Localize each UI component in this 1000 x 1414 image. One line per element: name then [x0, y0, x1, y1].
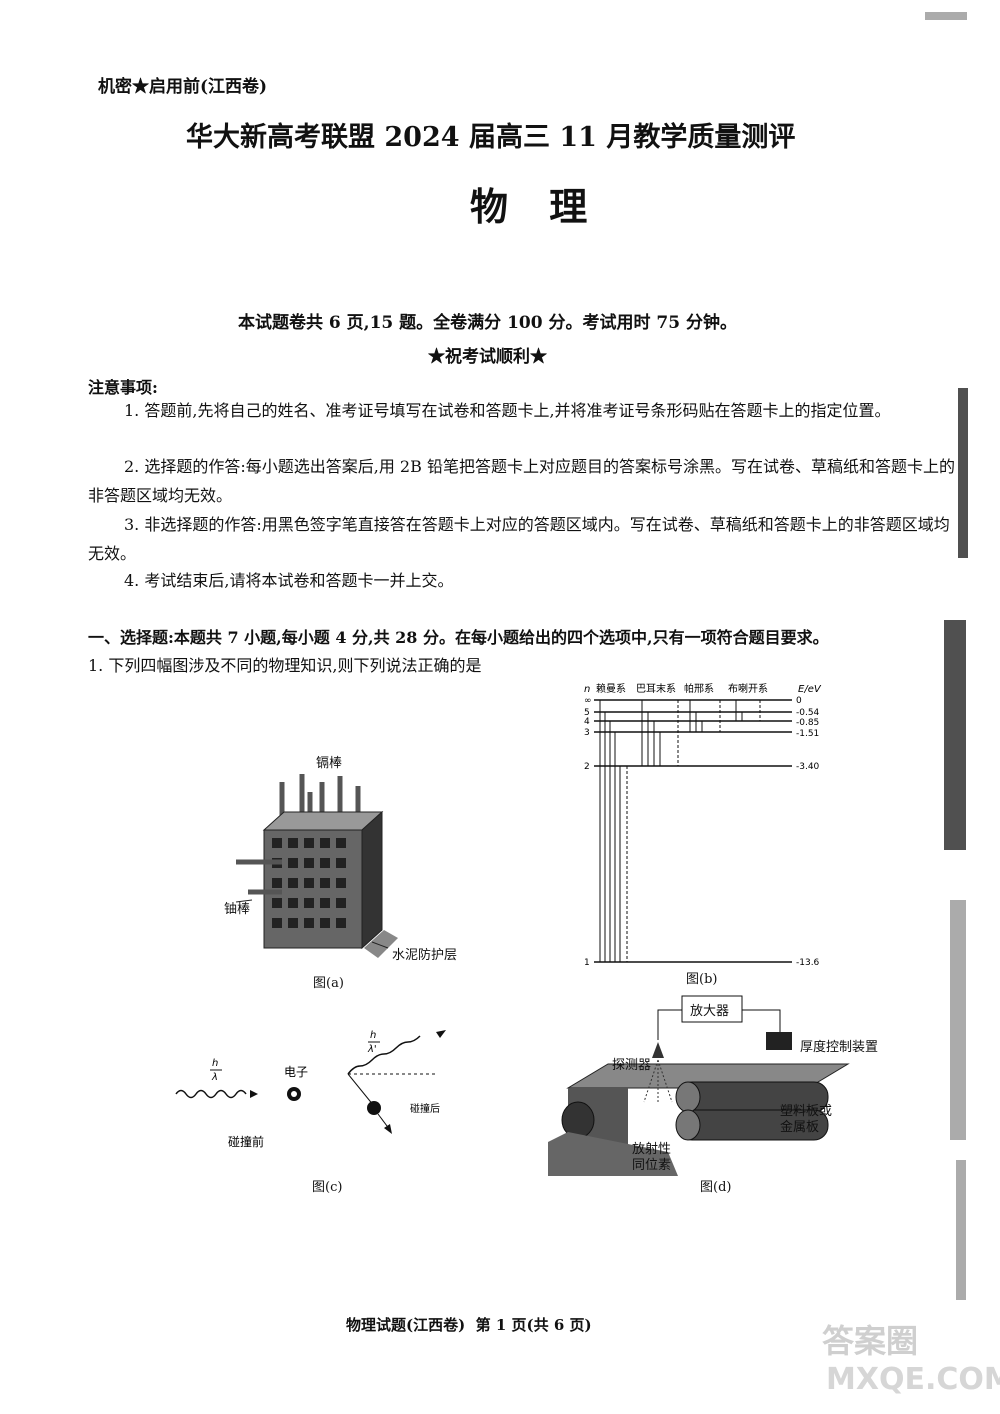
question-1: 1. 下列四幅图涉及不同的物理知识,则下列说法正确的是 — [88, 656, 482, 675]
exam-summary: 本试题卷共 6 页,15 题。全卷满分 100 分。考试用时 75 分钟。 — [238, 313, 737, 333]
figure-d-thickness-gauge — [548, 995, 850, 1176]
exam-wish: ★祝考试顺利★ — [428, 347, 547, 367]
fig-b-caption: 图(b) — [686, 972, 718, 987]
svg-text:帕邢系: 帕邢系 — [684, 682, 714, 695]
svg-text:碰撞后: 碰撞后 — [410, 1102, 440, 1115]
secret-tag: 机密★启用前(江西卷) — [98, 77, 268, 97]
fig-d-caption: 图(d) — [700, 1180, 732, 1195]
notice-item-2: 2. 选择题的作答:每小题选出答案后,用 2B 铅笔把答题卡上对应题目的答案标号… — [88, 457, 955, 505]
svg-text:h: h — [370, 1030, 376, 1041]
svg-text:-3.40: -3.40 — [796, 762, 820, 772]
section-heading: 一、选择题:本题共 7 小题,每小题 4 分,共 28 分。在每小题给出的四个选… — [88, 628, 829, 647]
svg-text:5: 5 — [584, 708, 590, 718]
svg-text:-0.54: -0.54 — [796, 708, 820, 718]
svg-text:-1.51: -1.51 — [796, 729, 819, 739]
fig-a-label-uranium: 铀棒 — [224, 902, 251, 917]
svg-text:-0.85: -0.85 — [796, 718, 819, 728]
notice-heading: 注意事项: — [88, 378, 158, 397]
svg-text:巴耳末系: 巴耳末系 — [636, 682, 676, 695]
svg-text:电子: 电子 — [284, 1065, 308, 1079]
scan-edge-mid — [944, 620, 966, 850]
scan-edge-top — [958, 388, 968, 558]
subject-title: 物 理 — [470, 184, 602, 229]
notice-item-4: 4. 考试结束后,请将本试卷和答题卡一并上交。 — [124, 571, 454, 590]
svg-text:3: 3 — [584, 728, 590, 738]
svg-text:E/eV: E/eV — [798, 684, 822, 695]
scan-edge-low — [950, 900, 966, 1140]
svg-text:∞: ∞ — [584, 696, 592, 706]
svg-text:-13.6: -13.6 — [796, 958, 820, 968]
scan-corner-top — [925, 12, 967, 20]
fig-a-label-cadmium: 镉棒 — [316, 756, 343, 771]
svg-text:碰撞前: 碰撞前 — [228, 1134, 264, 1149]
svg-text:h: h — [212, 1058, 218, 1069]
svg-text:4: 4 — [584, 717, 590, 727]
figure-c-compton: h λ h λ' 电子 碰撞后 碰撞前 — [175, 1030, 446, 1149]
svg-text:n: n — [584, 684, 590, 695]
svg-text:0: 0 — [796, 696, 802, 706]
notice-item-1: 1. 答题前,先将自己的姓名、准考证号填写在试卷和答题卡上,并将准考证号条形码贴… — [124, 401, 891, 420]
notice-item-3: 3. 非选择题的作答:用黑色签字笔直接答在答题卡上对应的答题区域内。写在试卷、草… — [88, 515, 950, 563]
fig-a-label-concrete: 水泥防护层 — [392, 948, 458, 963]
svg-text:2: 2 — [584, 762, 590, 772]
svg-text:λ': λ' — [367, 1044, 377, 1055]
fig-d-detector: 探测器 — [612, 1058, 652, 1073]
watermark-logo: 答案圈 — [822, 1322, 919, 1360]
scan-edge-bottom — [956, 1160, 966, 1300]
page-footer: 物理试题(江西卷) 第 1 页(共 6 页) — [346, 1316, 592, 1334]
figure-a-reactor — [235, 774, 398, 958]
fig-d-plate: 塑料板或金属板 — [780, 1104, 833, 1135]
fig-d-amplifier: 放大器 — [690, 1004, 730, 1019]
svg-text:赖曼系: 赖曼系 — [596, 683, 626, 695]
fig-d-source: 放射性同位素 — [632, 1142, 672, 1173]
figure-b-energy-levels: n 赖曼系 巴耳末系 帕邢系 布喇开系 E/eV ∞ 5 4 3 2 1 0 -… — [584, 682, 822, 968]
svg-text:1: 1 — [584, 958, 590, 968]
svg-text:λ: λ — [211, 1072, 218, 1083]
svg-text:布喇开系: 布喇开系 — [728, 683, 768, 695]
fig-d-thickness-control: 厚度控制装置 — [800, 1040, 879, 1055]
watermark-url: MXQE.COM — [826, 1362, 1000, 1397]
exam-title: 华大新高考联盟 2024 届高三 11 月教学质量测评 — [186, 122, 796, 153]
fig-c-caption: 图(c) — [312, 1180, 343, 1195]
fig-a-caption: 图(a) — [313, 976, 344, 991]
